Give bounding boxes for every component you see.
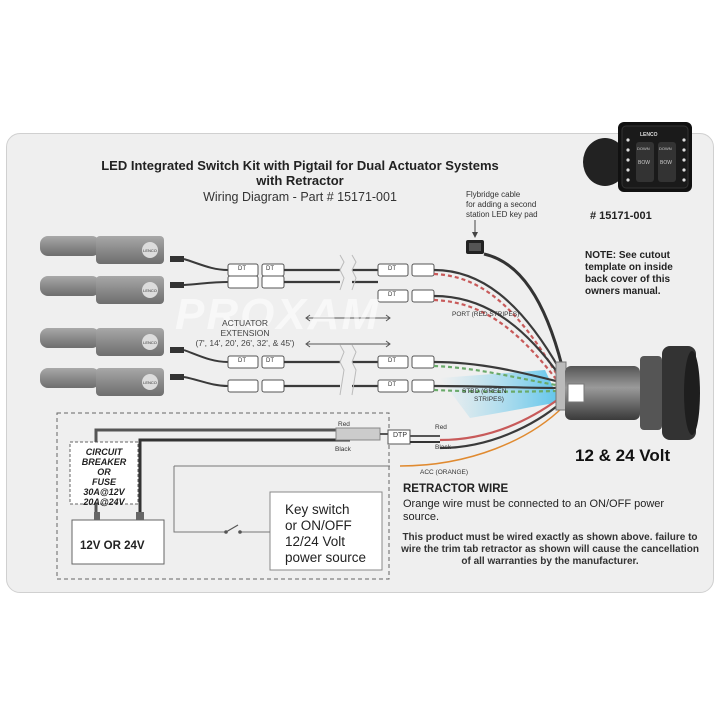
red-wire-label-left: Red: [338, 421, 350, 428]
part-number-label: # 15171-001: [590, 210, 652, 222]
key-switch-label: Key switch or ON/OFF 12/24 Volt power so…: [285, 502, 385, 566]
stbd-wire-label-2: STRIPES): [474, 396, 504, 403]
black-wire-label-left: Black: [335, 446, 351, 453]
cb-line2: BREAKER: [81, 457, 127, 467]
cb-line3: OR: [97, 467, 111, 477]
dt-label-4: DT: [266, 358, 274, 364]
connectors-right: [377, 263, 435, 393]
actuator-extension-label: ACTUATOR EXTENSION (7', 14', 20', 26', 3…: [180, 318, 310, 348]
svg-text:LENCO: LENCO: [143, 380, 157, 385]
dt-label-3: DT: [238, 358, 246, 364]
flybridge-label-2: for adding a second: [466, 200, 537, 209]
diagram-subtitle: Wiring Diagram - Part # 15171-001: [203, 190, 397, 204]
power-dashed-box: [56, 412, 390, 580]
actuator-1: LENCO: [40, 236, 184, 264]
svg-text:LENCO: LENCO: [143, 248, 157, 253]
acc-wire-label: ACC (ORANGE): [420, 469, 469, 476]
cb-line6: 20A@24V: [83, 497, 125, 507]
dt-label-7: DT: [388, 358, 396, 364]
actuator-extension-line1: ACTUATOR: [222, 318, 268, 328]
button-bow-port: BOW: [638, 160, 650, 166]
extension-wires: [284, 268, 378, 388]
diagram-title: LED Integrated Switch Kit with Pigtail f…: [101, 158, 499, 173]
key-switch-line2: or ON/OFF: [285, 518, 352, 533]
cb-line1: CIRCUIT: [85, 447, 123, 457]
battery-box: [71, 519, 165, 565]
circuit-breaker-label: CIRCUIT BREAKER OR FUSE 30A@12V 20A@24V: [72, 447, 136, 507]
voltage-label: 12 & 24 Volt: [575, 446, 671, 465]
dt-label-1: DT: [238, 266, 246, 272]
svg-text:LENCO: LENCO: [143, 288, 157, 293]
connectors-left: [227, 263, 285, 393]
extension-arrows: [305, 314, 391, 348]
svg-text:LENCO: LENCO: [143, 340, 157, 345]
flybridge-connector: [466, 220, 484, 254]
actuator-extension-line3: (7', 14', 20', 26', 32', & 45'): [195, 338, 295, 348]
key-switch-line4: power source: [285, 550, 367, 565]
red-wire-label-right: Red: [435, 424, 447, 431]
extension-break: [339, 254, 357, 396]
watermark: PROXAM: [175, 290, 381, 339]
black-wire-label-right: Black: [435, 444, 451, 451]
dt-label-2: DT: [266, 266, 274, 272]
cb-line5: 30A@12V: [83, 487, 125, 497]
flybridge-label-3: station LED key pad: [466, 210, 538, 219]
button-label-port: DOWN: [637, 146, 650, 151]
dt-label-5: DT: [388, 266, 396, 272]
flybridge-label-1: Flybridge cable: [466, 190, 521, 199]
switch-body: [555, 346, 700, 440]
actuator-2: LENCO: [40, 276, 184, 304]
warranty-warning: This product must be wired exactly as sh…: [401, 532, 699, 567]
actuator-leads: [183, 258, 229, 387]
button-bow-stbd: BOW: [660, 160, 672, 166]
actuator-3: LENCO: [40, 328, 184, 356]
dt-label-8: DT: [388, 382, 396, 388]
key-switch-line1: Key switch: [285, 502, 350, 517]
diagram-title-line2: with Retractor: [256, 173, 344, 188]
harness-wires: [399, 252, 565, 467]
cutout-note: NOTE: See cutout template on inside back…: [585, 250, 673, 297]
dtp-label: DTP: [393, 432, 407, 439]
brand-logo-text: LENCO: [640, 132, 658, 138]
switch-product-image: [583, 122, 692, 192]
key-switch-line3: 12/24 Volt: [285, 534, 346, 549]
retractor-title: RETRACTOR WIRE: [403, 483, 509, 495]
circuit-breaker-box: [69, 441, 139, 505]
key-switch-box: [269, 491, 383, 571]
stbd-highlight: [440, 370, 560, 418]
retractor-text: Orange wire must be connected to an ON/O…: [403, 498, 665, 523]
actuator-4: LENCO: [40, 368, 184, 396]
battery-label: 12V OR 24V: [80, 540, 145, 552]
button-label-stbd: DOWN: [659, 146, 672, 151]
stbd-wire-label-1: STBD (GREEN: [462, 388, 507, 395]
actuator-extension-line2: EXTENSION: [220, 328, 270, 338]
cb-line4: FUSE: [91, 477, 116, 487]
port-wire-label: PORT (RED STRIPES): [452, 311, 520, 318]
power-wires: [94, 427, 440, 534]
dt-label-6: DT: [388, 292, 396, 298]
